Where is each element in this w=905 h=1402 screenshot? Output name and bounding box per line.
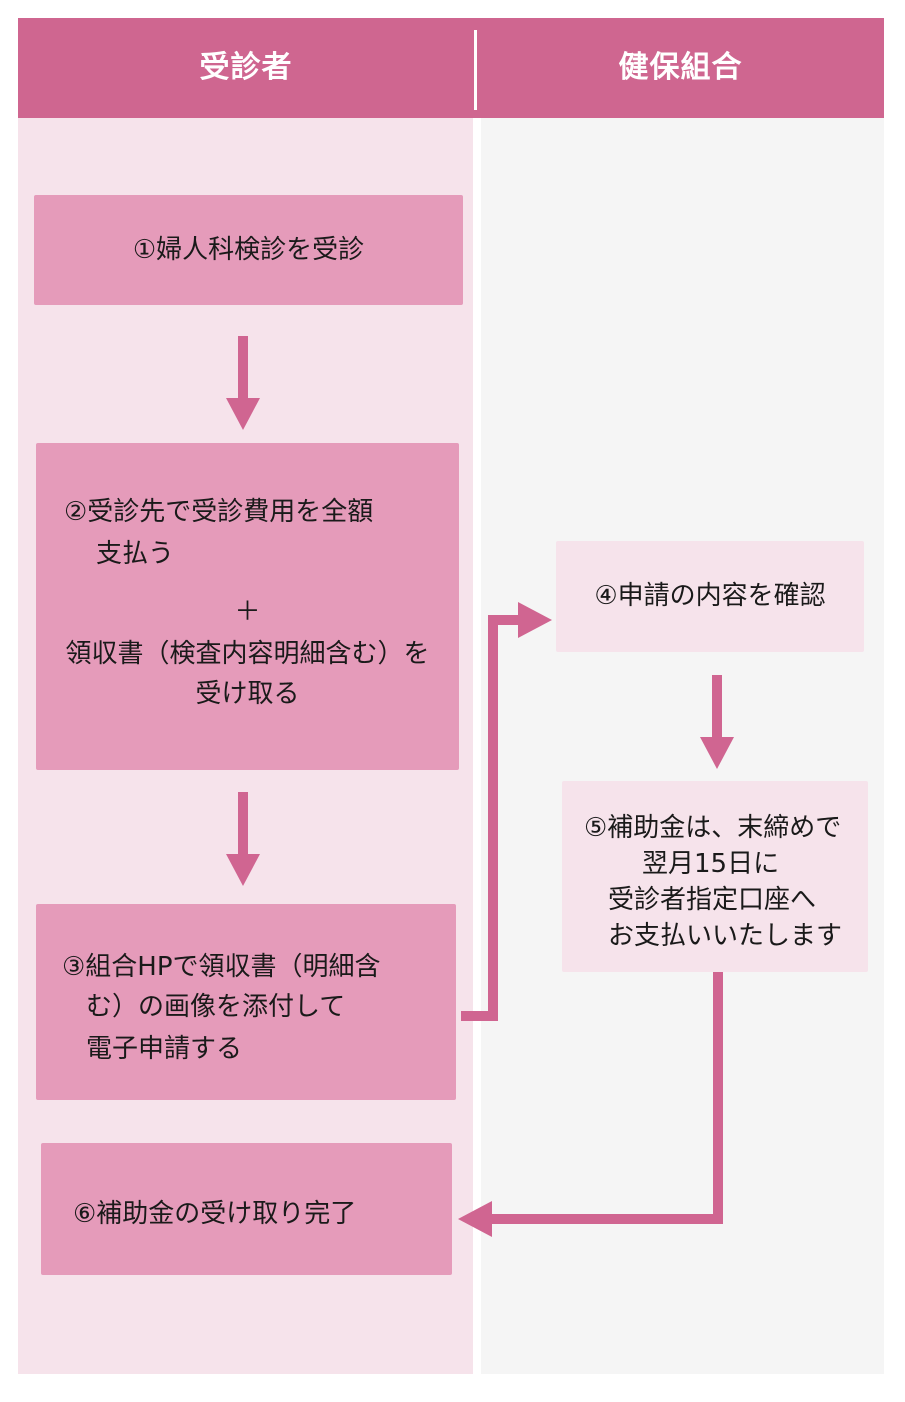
step-1-text: ①婦人科検診を受診 xyxy=(132,235,365,265)
step-2-plus: ＋ xyxy=(234,597,261,627)
step-5-text-line-2: 翌月15日に xyxy=(642,849,780,879)
step-3-text-line-2: む）の画像を添付して xyxy=(86,992,346,1022)
step-4-box: ④申請の内容を確認 xyxy=(556,541,864,652)
step-1-box: ①婦人科検診を受診 xyxy=(34,195,463,305)
lane-header-applicant: 受診者 xyxy=(199,50,293,85)
step-2-text-line-3: 領収書（検査内容明細含む）を xyxy=(65,639,430,669)
arrow-step5-to-step6 xyxy=(458,972,723,1237)
arrow-step4-to-step5 xyxy=(700,675,734,769)
step-5-text-line-4: お支払いいたします xyxy=(608,921,843,951)
step-4-text: ④申請の内容を確認 xyxy=(594,581,826,611)
step-3-box: ③組合HPで領収書（明細含 む）の画像を添付して 電子申請する xyxy=(36,904,456,1100)
arrow-step1-to-step2 xyxy=(226,336,260,430)
step-3-text-line-1: ③組合HPで領収書（明細含 xyxy=(62,952,381,982)
step-3-text-line-3: 電子申請する xyxy=(86,1034,243,1064)
header-bar xyxy=(18,18,884,118)
step-6-box: ⑥補助金の受け取り完了 xyxy=(41,1143,452,1275)
step-2-text-line-1: ②受診先で受診費用を全額 xyxy=(64,497,374,527)
lane-header-insurance-union: 健保組合 xyxy=(618,50,743,85)
step-2-box: ②受診先で受診費用を全額 支払う ＋ 領収書（検査内容明細含む）を 受け取る xyxy=(36,443,459,770)
header-divider xyxy=(474,30,477,110)
step-6-text: ⑥補助金の受け取り完了 xyxy=(73,1199,357,1229)
step-5-text-line-1: ⑤補助金は、末締めで xyxy=(584,813,842,843)
step-2-text-line-2: 支払う xyxy=(96,539,175,569)
step-2-text-line-4: 受け取る xyxy=(195,679,300,709)
step-5-box: ⑤補助金は、末締めで 翌月15日に 受診者指定口座へ お支払いいたします xyxy=(562,781,868,972)
step-5-text-line-3: 受診者指定口座へ xyxy=(608,885,817,915)
arrow-step3-to-step4 xyxy=(461,602,552,1021)
arrow-step2-to-step3 xyxy=(226,792,260,886)
lane-insurance-union xyxy=(481,118,884,1374)
